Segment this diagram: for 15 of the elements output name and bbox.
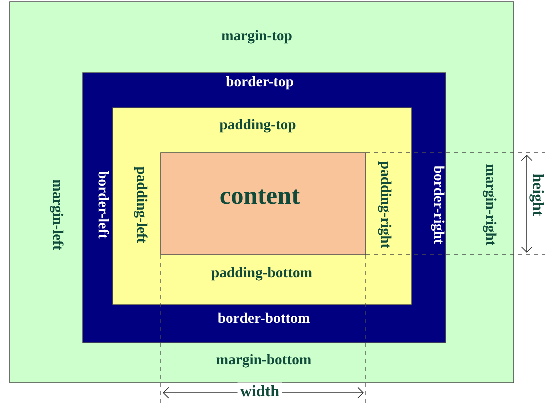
dimension-label: width <box>238 382 282 400</box>
box-label: content <box>220 190 300 204</box>
box-label: border-bottom <box>218 312 310 324</box>
box-label: padding-top <box>220 119 296 133</box>
box-label: padding-bottom <box>212 267 312 281</box>
box-label: margin-left <box>50 180 64 250</box>
box-label: border-right <box>431 166 445 244</box>
box-label: margin-right <box>483 164 497 246</box>
box-label: border-left <box>98 171 110 239</box>
box-label: margin-bottom <box>216 354 312 368</box>
box-label: border-top <box>226 76 294 90</box>
box-label: margin-top <box>222 30 292 44</box>
box-label: padding-right <box>378 162 392 249</box>
dimension-label: height <box>527 171 547 219</box>
box-label: padding-left <box>134 166 148 244</box>
